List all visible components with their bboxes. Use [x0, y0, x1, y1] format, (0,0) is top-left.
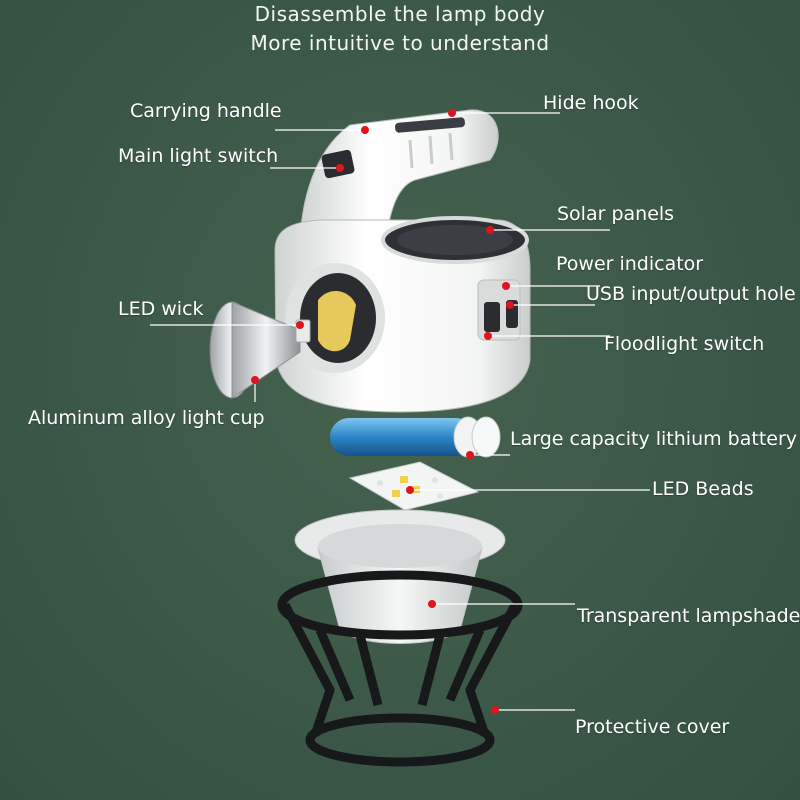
label-led-beads: LED Beads	[652, 478, 754, 500]
title-line-2: More intuitive to understand	[250, 31, 550, 55]
label-main-light-switch: Main light switch	[118, 145, 279, 167]
label-floodlight-switch: Floodlight switch	[604, 333, 765, 355]
title-line-1: Disassemble the lamp body	[254, 2, 546, 26]
label-protective-cover: Protective cover	[575, 716, 730, 738]
carrying-handle-part	[299, 109, 499, 251]
label-power-indicator: Power indicator	[556, 253, 704, 275]
label-solar-panels: Solar panels	[557, 203, 675, 225]
label-carrying-handle: Carrying handle	[130, 100, 282, 122]
marker-dots	[251, 109, 514, 714]
label-usb-hole: USB input/output hole	[586, 283, 796, 305]
protective-cover-part	[277, 570, 523, 767]
label-light-cup: Aluminum alloy light cup	[28, 407, 265, 429]
led-board-part	[348, 461, 480, 511]
battery-part	[330, 416, 501, 458]
label-hide-hook: Hide hook	[543, 92, 639, 114]
lampshade-part	[294, 509, 506, 644]
leader-lines	[150, 112, 650, 711]
light-cup-part	[209, 301, 311, 399]
label-battery: Large capacity lithium battery	[510, 428, 798, 450]
lamp-body-part	[274, 216, 531, 413]
label-lampshade: Transparent lampshade	[577, 605, 800, 627]
label-led-wick: LED wick	[118, 298, 204, 320]
